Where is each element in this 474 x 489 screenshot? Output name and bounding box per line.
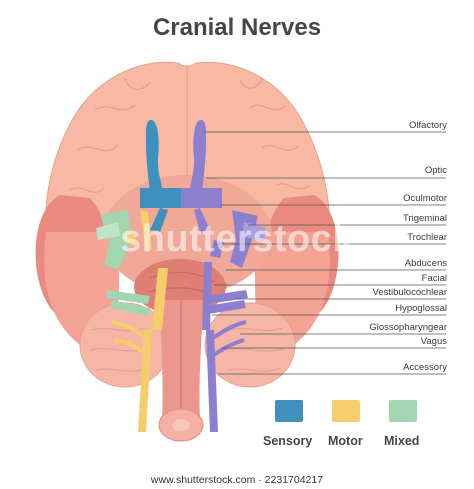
watermark: shutterstock (119, 218, 355, 260)
label-oculomotor: Oculmotor (403, 193, 447, 204)
right-cerebellum (204, 302, 296, 388)
brain-gyri (69, 66, 309, 193)
optic-tract (150, 208, 168, 232)
motor-nerve-left-2 (152, 268, 168, 330)
legend-label-mixed: Mixed (384, 434, 420, 448)
footer-credit: www.shutterstock.com · 2231704217 (0, 474, 474, 489)
vagus-left (110, 300, 150, 316)
legend-label-sensory: Sensory (263, 434, 313, 448)
label-trochlear: Trochlear (407, 232, 447, 243)
vagus-right (206, 290, 248, 304)
glossopharyngeal-left (106, 290, 150, 304)
label-olfactory: Olfactory (408, 120, 447, 131)
legend-swatch-mixed (389, 400, 417, 422)
legend-swatch-sensory (275, 400, 303, 422)
page-title: Cranial Nerves (152, 14, 322, 41)
label-abducens: Abducens (404, 258, 447, 269)
legend-label-motor: Motor (328, 434, 363, 448)
label-facial: Facial (421, 273, 447, 284)
legend-swatch-motor (332, 400, 360, 422)
label-vagus: Vagus (420, 336, 447, 347)
motor-nerve-left-1 (140, 210, 152, 252)
label-vestibulocochlear: Vestibulocochlear (372, 287, 447, 298)
label-glossopharyngeal: Glossopharyngear (369, 322, 447, 333)
glossopharyngeal-right (206, 300, 246, 314)
label-optic: Optic (424, 165, 447, 176)
accessory-nerve-left (138, 330, 152, 432)
label-trigeminal: Trigeminal (403, 213, 447, 224)
olfactory-nerve-left (146, 119, 162, 192)
label-hypoglossal: Hypoglossal (395, 303, 447, 314)
leader-lines (204, 131, 446, 375)
olfactory-nerve-right (190, 119, 206, 192)
label-accessory: Accessory (403, 362, 447, 373)
